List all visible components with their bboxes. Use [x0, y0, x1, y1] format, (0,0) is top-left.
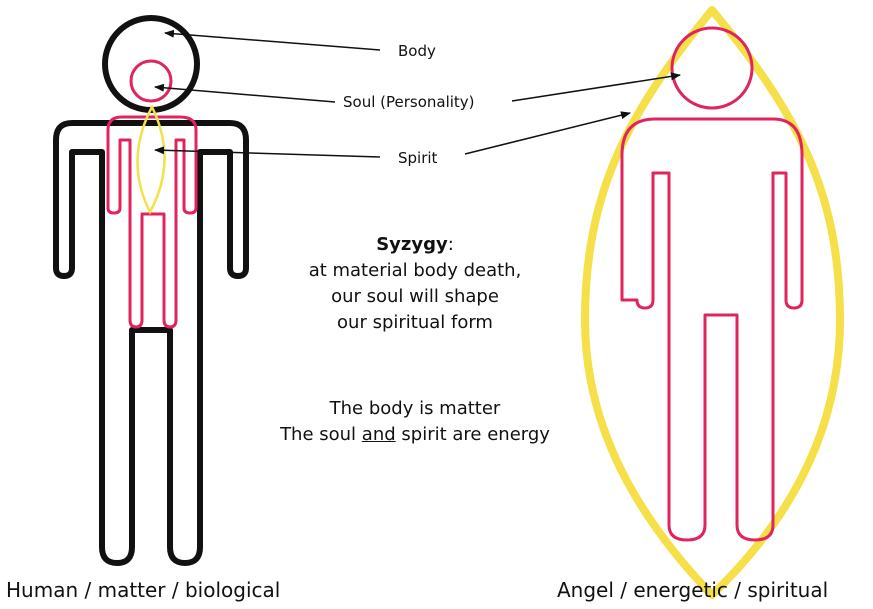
- soul-label: Soul (Personality): [343, 93, 475, 111]
- angel-figure: [622, 28, 802, 540]
- angel-soul-outline: [622, 119, 802, 540]
- energy-line-after: spirit are energy: [396, 424, 550, 445]
- body-arrow: [165, 33, 380, 50]
- syzygy-title-suffix: :: [448, 234, 454, 255]
- syzygy-line-2: our soul will shape: [250, 284, 580, 310]
- human-soul-outline: [108, 117, 196, 327]
- spirit-arrow-angel: [465, 113, 630, 154]
- syzygy-title-line: Syzygy:: [250, 232, 580, 258]
- matter-line: The body is matter: [250, 396, 580, 422]
- spirit-arrow-human: [155, 150, 380, 157]
- energy-text-block: The body is matter The soul and spirit a…: [250, 396, 580, 448]
- body-label: Body: [398, 42, 436, 60]
- human-soul-head: [131, 61, 171, 101]
- energy-line-underlined: and: [362, 424, 396, 445]
- angel-caption: Angel / energetic / spiritual: [557, 577, 828, 603]
- human-body-outline: [56, 123, 246, 563]
- syzygy-text-block: Syzygy: at material body death, our soul…: [250, 232, 580, 336]
- human-caption: Human / matter / biological: [6, 577, 280, 603]
- energy-line: The soul and spirit are energy: [250, 422, 580, 448]
- angel-soul-head: [672, 28, 752, 108]
- human-body-head: [105, 18, 197, 110]
- energy-line-before: The soul: [280, 424, 362, 445]
- syzygy-line-1: at material body death,: [250, 258, 580, 284]
- syzygy-title: Syzygy: [376, 234, 448, 255]
- syzygy-line-3: our spiritual form: [250, 310, 580, 336]
- spirit-label: Spirit: [398, 149, 437, 167]
